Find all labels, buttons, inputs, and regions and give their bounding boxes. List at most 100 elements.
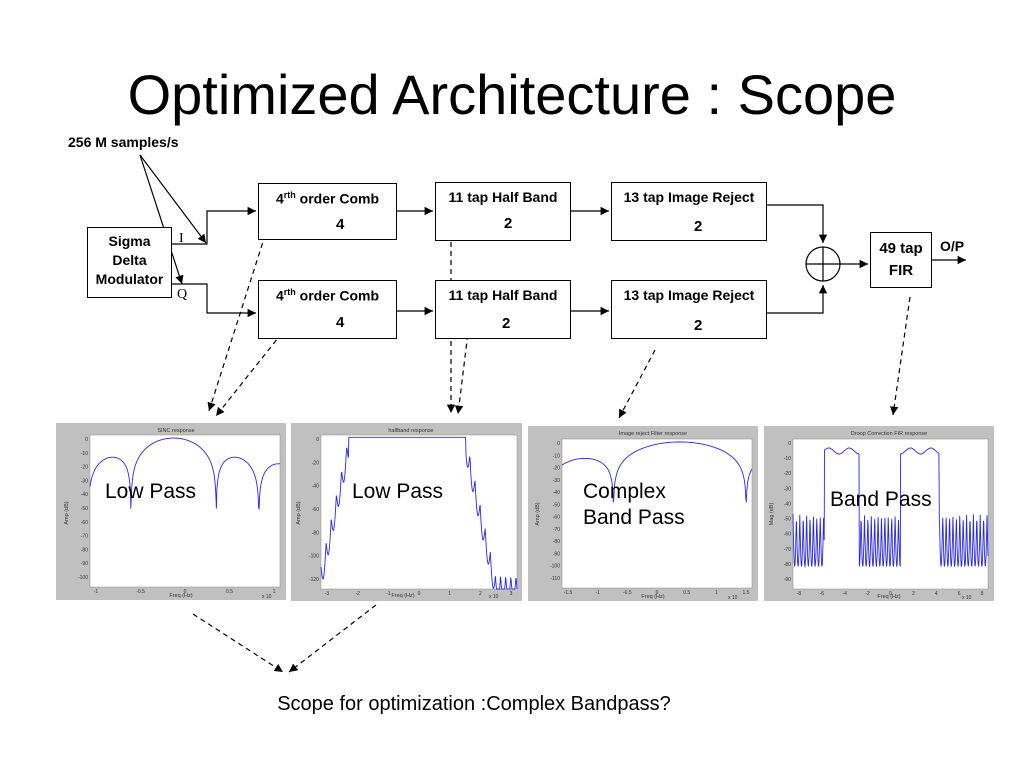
plot-0-xtick: 1 [273,589,276,595]
plot-0-svg: SINC response Freq (Hz) x 10 Amp (dB) -1… [64,428,281,600]
plot-2-ytick: -50 [553,502,560,508]
plot-0-xtick: 0.5 [226,589,233,595]
wire-i-input [172,206,256,245]
plot-1-xtick: 0 [418,591,421,597]
sample-rate-pointer-q [139,154,184,285]
plot-3-ytick: -10 [784,456,791,462]
comb-filter-q-block: 4rth order Comb 4 [258,280,397,339]
plot-3-ytick: -40 [784,501,791,507]
plot-2-ytick: -110 [550,576,560,582]
plot-2-ytick: -90 [553,551,560,557]
image-reject-filter-i-factor: 2 [694,218,703,235]
footer-question: Scope for optimization :Complex Bandpass… [277,693,671,715]
channel-i-label: I [179,231,184,246]
plot-2-xlabel: Freq (Hz) [641,594,664,600]
plot-0-ytick: 0 [85,437,88,443]
plot-3-xtick: 6 [958,591,961,597]
comb-filter-i-block: 4rth order Comb 4 [258,183,397,240]
plot-3-ytick: -60 [784,532,791,538]
plot-3-xtick: -6 [820,591,825,597]
plot-2-title: Image reject Filter response [619,431,687,437]
sample-rate-pointer-i [139,154,207,244]
plot-2-ytick: -20 [553,466,560,472]
plot-0-ytick: -50 [81,506,88,512]
plot-3-xtick: 2 [912,591,915,597]
plot-2-ytick: -10 [553,453,560,459]
plot-0-annotation: Low Pass [105,480,197,503]
dashed-pointer-ir [618,349,656,419]
plot-2-curve [561,441,753,503]
halfband-filter-q-block: 11 tap Half Band 2 [435,280,571,339]
plot-1-xtick: 3 [510,591,513,597]
plot-2-svg: Image reject Filter response Freq (Hz) x… [535,431,753,601]
plot-1-ytick: -60 [312,507,319,513]
plot-0-ytick: -40 [81,492,88,498]
plot-1-svg: halfband response Freq (Hz) x 10 Amp (dB… [296,428,518,600]
plot-3-xtick: -8 [797,591,802,597]
image-reject-filter-i-title: 13 tap Image Reject [623,189,755,205]
plot-3-ytick: -50 [784,517,791,523]
plot-3-ytick: -20 [784,471,791,477]
plot-3-xtick: -4 [843,591,848,597]
plot-2-exponent: x 10 [728,595,738,601]
plot-1-ylabel: Amp (dB) [296,501,302,524]
wire-q-input [172,283,256,318]
plot-image-reject-response: Image reject Filter response Freq (Hz) x… [528,426,758,601]
dashed-pointer-footer-left [192,613,284,673]
plot-3-ytick: -70 [784,547,791,553]
image-reject-filter-q-factor: 2 [694,317,703,334]
plot-droop-fir-response: Droop Correction FIR response Freq (Hz) … [764,426,994,601]
plot-2-ytick: -30 [553,478,560,484]
image-reject-filter-q-title: 13 tap Image Reject [623,287,755,303]
plot-0-xtick: -0.5 [136,589,145,595]
plot-0-ytick: -100 [78,575,88,581]
comb-filter-q-factor: 4 [336,314,345,331]
halfband-filter-i-block: 11 tap Half Band 2 [435,182,571,241]
plot-1-ytick: -80 [312,530,319,536]
plot-3-xtick: 0 [889,591,892,597]
channel-q-label: Q [177,287,188,302]
plot-2-ytick: 0 [557,441,560,447]
plot-3-curve [792,447,989,568]
plot-2-annotation: Complex Band Pass [583,479,685,531]
plot-3-xlabel: Freq (Hz) [877,594,900,600]
plot-1-xtick: -2 [355,591,360,597]
plot-0-ylabel: Amp (dB) [64,501,70,524]
plot-0-curve [89,437,280,511]
slide-title: Optimized Architecture : Scope [127,63,897,126]
plot-3-xtick: 8 [981,591,984,597]
plot-1-ytick: -20 [312,460,319,466]
plot-0-exponent: x 10 [262,594,272,600]
plot-0-ytick: -80 [81,547,88,553]
modulator-line1: Sigma [108,233,151,249]
plot-2-xtick: -1 [595,590,600,596]
fir-filter-block: 49 tap FIR [870,232,932,288]
halfband-filter-i-factor: 2 [504,215,513,232]
dashed-pointer-footer-right [288,604,377,673]
plot-3-xtick: -2 [865,591,870,597]
comb-filter-i-title: 4rth order Comb [275,190,380,207]
halfband-filter-i-title: 11 tap Half Band [448,189,558,205]
plot-2-xtick: 1.5 [743,590,750,596]
dashed-pointer-fir [890,296,911,416]
modulator-line2: Delta [112,252,147,268]
plot-3-ytick: -30 [784,486,791,492]
plot-2-ytick: -60 [553,515,560,521]
plot-3-ytick: -90 [784,577,791,583]
plot-1-ytick: -120 [309,577,319,583]
image-reject-filter-q-block: 13 tap Image Reject 2 [611,280,767,339]
plot-1-annotation: Low Pass [352,480,444,503]
plot-2-ytick: -70 [553,527,560,533]
plot-0-title: SINC response [157,428,194,434]
plot-0-xlabel: Freq (Hz) [169,593,192,599]
plot-0-ytick: -90 [81,561,88,567]
fir-line2: FIR [888,262,914,279]
plot-2-ytick: -40 [553,490,560,496]
plot-2-xtick: 0.5 [683,590,690,596]
plot-2-ytick: -80 [553,539,560,545]
plot-3-xtick: 4 [935,591,938,597]
plot-2-xtick: -0.5 [623,590,632,596]
modulator-line3: Modulator [95,271,164,287]
plot-0-ytick: -20 [81,465,88,471]
